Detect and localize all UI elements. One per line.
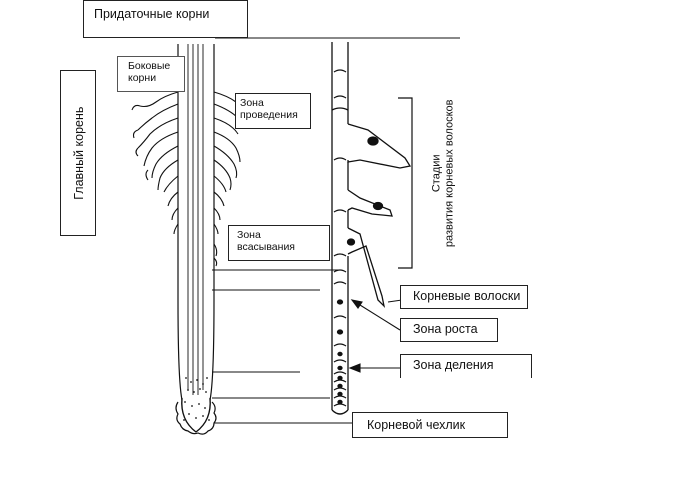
stages-text-2: развития корневых волосков (443, 99, 456, 248)
main-root-drawing (175, 44, 217, 435)
conduction-zone-label: Зона проведения (235, 93, 311, 129)
lateral-roots-right (213, 91, 241, 267)
conduction-zone-text-1: Зона (240, 97, 264, 109)
lateral-roots-text-2: корни (128, 72, 157, 85)
absorption-zone-text-2: всасывания (237, 241, 295, 254)
absorption-zone-text-1: Зона (237, 229, 261, 241)
zone-reference-lines (212, 269, 355, 424)
adventitious-roots-text: Придаточные корни (94, 7, 210, 21)
stages-label: Стадии развития корневых волосков (418, 72, 466, 282)
growth-zone-label: Зона роста (400, 318, 498, 342)
absorption-zone-label: Зона всасывания (228, 225, 330, 261)
pointer-lines (348, 299, 403, 373)
lateral-roots-label: Боковые корни (117, 56, 185, 92)
root-hairs-text: Корневые волоски (413, 289, 521, 303)
lateral-roots-text-1: Боковые (128, 60, 171, 72)
cell-column (331, 42, 412, 415)
lateral-roots-left (131, 91, 179, 235)
conduction-zone-text-2: проведения (240, 109, 298, 122)
growth-zone-text: Зона роста (413, 322, 478, 336)
main-root-label: Главный корень (60, 70, 96, 236)
stages-bracket (398, 97, 413, 269)
division-zone-text: Зона деления (413, 358, 494, 372)
root-cap-label: Корневой чехлик (352, 412, 508, 438)
stages-text-1: Стадии (430, 154, 443, 193)
root-cap-text: Корневой чехлик (367, 418, 466, 432)
adventitious-roots-label: Придаточные корни (83, 0, 248, 38)
root-hairs-label: Корневые волоски (400, 285, 528, 309)
division-zone-label: Зона деления (400, 354, 532, 378)
main-root-text: Главный корень (71, 106, 86, 200)
